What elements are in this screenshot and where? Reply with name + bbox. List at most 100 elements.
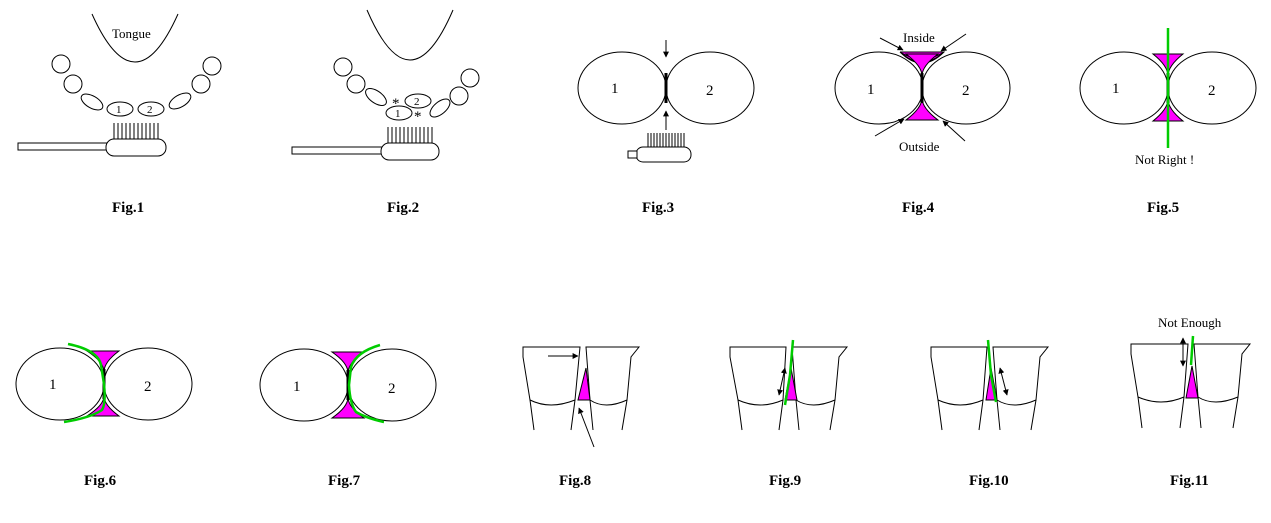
tongue-outline	[366, 9, 454, 61]
tongue-outline	[91, 13, 179, 63]
front-tooth-crown	[585, 346, 641, 406]
figure-caption: Fig.9	[769, 473, 801, 489]
toothbrush-bristles	[113, 123, 159, 139]
floss-line	[986, 339, 998, 403]
front-tooth-crown	[992, 346, 1050, 406]
molar-tooth	[333, 57, 353, 77]
molar-tooth	[51, 54, 71, 74]
toothbrush-bristles	[387, 127, 433, 143]
molar-tooth	[460, 68, 480, 88]
molar-tooth	[202, 56, 222, 76]
toothbrush-bristles	[647, 133, 685, 147]
tooth-1	[259, 348, 349, 422]
tooth-1-label: 1	[293, 379, 301, 395]
figure-caption: Fig.4	[902, 200, 935, 216]
tooth-root	[937, 399, 1037, 431]
floss-line	[1189, 335, 1195, 366]
premolar-tooth	[168, 92, 192, 110]
incisor-tooth-1	[106, 101, 134, 117]
tooth-2-label: 2	[1208, 83, 1216, 99]
molar-tooth	[191, 74, 211, 94]
asterisk-marker: *	[414, 109, 422, 125]
figure-5: 1 2 Not Right ! Fig.5	[1079, 28, 1257, 216]
figure-caption: Fig.10	[969, 473, 1009, 489]
tooth-root	[1137, 396, 1239, 429]
tooth-1-label: 1	[611, 81, 619, 97]
figure-11: Not Enough Fig.11	[1130, 315, 1252, 489]
tooth-2-label: 2	[414, 96, 420, 108]
tooth-2-label: 2	[147, 104, 153, 116]
molar-tooth	[63, 74, 83, 94]
tooth-root	[529, 399, 628, 431]
inside-label: Inside	[903, 30, 935, 45]
figure-2: 2 1 * * Fig.2	[291, 9, 480, 216]
tooth-1	[1079, 51, 1169, 125]
tooth-2-label: 2	[962, 83, 970, 99]
floss-line	[63, 342, 106, 424]
toothbrush-handle	[17, 142, 109, 151]
outside-label: Outside	[899, 139, 940, 154]
floss-line	[347, 343, 385, 424]
tooth-1	[577, 51, 667, 125]
figure-7: 1 2 Fig.7	[259, 343, 437, 489]
premolar-tooth	[80, 93, 104, 111]
figure-10: Fig.10	[930, 339, 1050, 489]
arrow	[874, 118, 905, 137]
toothbrush-head	[380, 142, 440, 161]
front-tooth-crown	[1130, 343, 1189, 403]
not-right-label: Not Right !	[1135, 152, 1194, 167]
tooth-1-label: 1	[49, 377, 57, 393]
asterisk-marker: *	[392, 96, 400, 112]
figure-caption: Fig.11	[1170, 473, 1209, 489]
tongue-label: Tongue	[112, 26, 151, 41]
figure-3: 1 2 Fig.3	[577, 40, 755, 216]
figure-caption: Fig.1	[112, 200, 144, 216]
toothbrush-head	[105, 138, 167, 157]
tooth-1-label: 1	[1112, 81, 1120, 97]
figure-caption: Fig.6	[84, 473, 117, 489]
figure-caption: Fig.7	[328, 473, 361, 489]
tooth-1-label: 1	[867, 82, 875, 98]
incisor-tooth-2	[404, 93, 432, 109]
molar-tooth	[449, 86, 469, 106]
arrow	[940, 33, 967, 52]
figure-caption: Fig.2	[387, 200, 419, 216]
figure-8: Fig.8	[522, 346, 641, 489]
tooth-2-label: 2	[144, 379, 152, 395]
double-arrow	[998, 367, 1009, 396]
figure-4: 1 2 Inside Outside Fig.4	[834, 30, 1011, 216]
figure-1: Tongue 1 2 Fig.1	[17, 13, 222, 216]
front-tooth-crown	[930, 346, 988, 406]
not-enough-label: Not Enough	[1158, 315, 1222, 330]
figure-9: Fig.9	[729, 339, 849, 489]
arrow	[879, 37, 904, 51]
arrow	[942, 120, 966, 142]
tooth-root	[737, 399, 836, 431]
premolar-tooth	[365, 88, 387, 106]
figure-caption: Fig.5	[1147, 200, 1179, 216]
double-arrow	[777, 367, 787, 396]
figure-caption: Fig.8	[559, 473, 591, 489]
incisor-tooth-1	[385, 105, 413, 121]
gap-triangle	[1185, 365, 1199, 399]
front-tooth-crown	[729, 346, 787, 406]
toothbrush-head	[635, 146, 692, 163]
incisor-tooth-2	[137, 101, 165, 117]
molar-tooth	[346, 74, 366, 94]
tooth-2-label: 2	[706, 83, 714, 99]
gap-triangle	[577, 367, 591, 401]
tooth-1	[834, 51, 924, 125]
front-tooth-crown	[1193, 343, 1252, 403]
arrow	[578, 407, 595, 448]
figure-caption: Fig.3	[642, 200, 674, 216]
toothbrush-handle	[627, 150, 638, 159]
tooth-2-label: 2	[388, 381, 396, 397]
premolar-tooth	[429, 98, 451, 118]
tooth-1-label: 1	[395, 108, 401, 120]
tooth-1	[15, 347, 105, 421]
front-tooth-crown	[791, 346, 849, 406]
toothbrush-handle	[291, 146, 383, 155]
tooth-1-label: 1	[116, 104, 122, 116]
